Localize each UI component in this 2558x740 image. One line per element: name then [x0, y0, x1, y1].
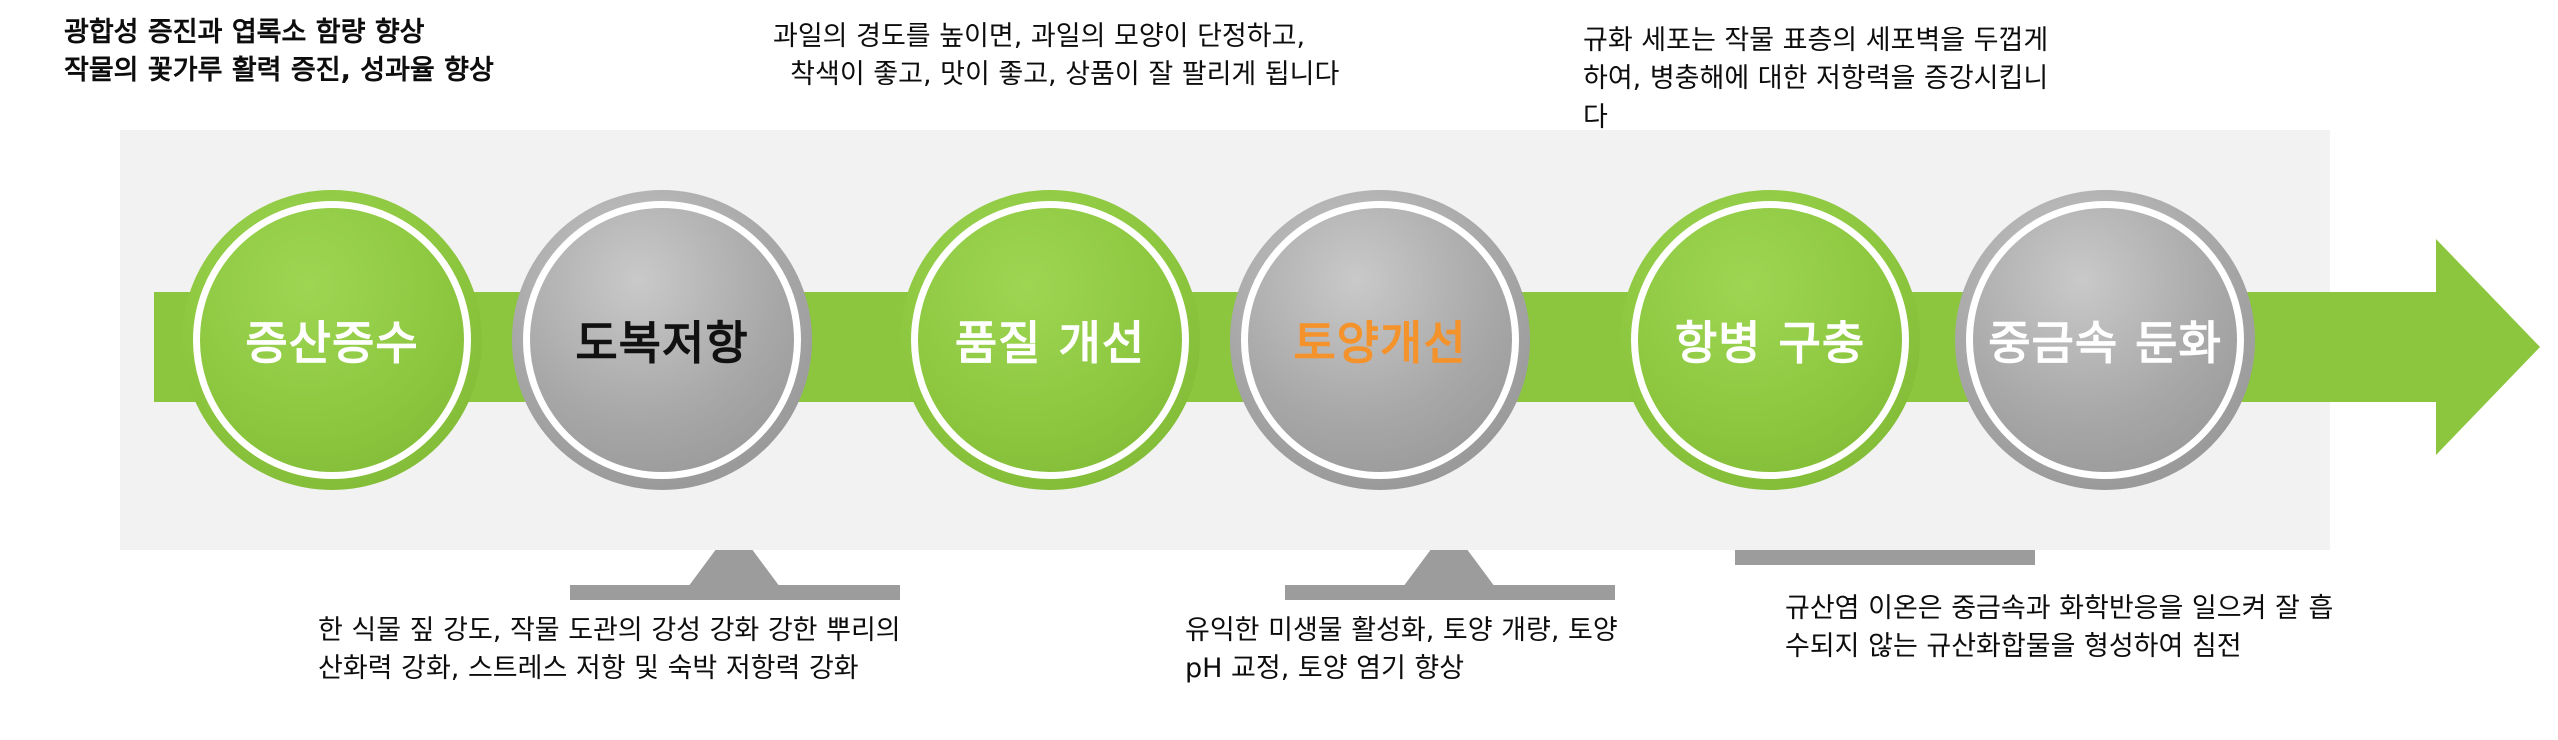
stage-circle-4[interactable]: 토양개선: [1230, 190, 1530, 490]
note-top-3: 규화 세포는 작물 표층의 세포벽을 두껍게 하여, 병충해에 대한 저항력을 …: [1583, 25, 2049, 133]
circle-ring: [1631, 201, 1909, 479]
circle-ring: [523, 201, 801, 479]
note-bottom-2: 유익한 미생물 활성화, 토양 개량, 토양 pH 교정, 토양 염기 향상: [1185, 615, 1618, 685]
stage-label: 품질 개선: [954, 316, 1146, 370]
circle-ring: [911, 201, 1189, 479]
stage-label: 토양개선: [1293, 316, 1467, 370]
note-bottom-1: 한 식물 짚 강도, 작물 도관의 강성 강화 강한 뿌리의 산화력 강화, 스…: [318, 615, 901, 685]
note-top-2: 과일의 경도를 높이면, 과일의 모양이 단정하고, 착색이 좋고, 맛이 좋고…: [773, 21, 1340, 91]
stage-circle-2[interactable]: 도복저항: [512, 190, 812, 490]
stage-label: 증산증수: [245, 316, 419, 370]
stage-circle-1[interactable]: 증산증수: [182, 190, 482, 490]
stage-label: 항병 구충: [1674, 316, 1866, 370]
circle-ring: [1966, 201, 2244, 479]
stage-circle-3[interactable]: 품질 개선: [900, 190, 1200, 490]
stage-label: 도복저항: [575, 316, 749, 370]
note-bottom-3: 규산염 이온은 중금속과 화학반응을 일으켜 잘 흡 수되지 않는 규산화합물을…: [1785, 593, 2334, 663]
stage-label: 중금속 둔화: [1988, 316, 2222, 370]
arrow-head: [2436, 239, 2540, 455]
circle-ring: [193, 201, 471, 479]
stage-circle-6[interactable]: 중금속 둔화: [1955, 190, 2255, 490]
circle-ring: [1241, 201, 1519, 479]
note-top-1: 광합성 증진과 엽록소 함량 향상 작물의 꽃가루 활력 증진, 성과율 향상: [64, 17, 494, 87]
stage-circle-5[interactable]: 항병 구충: [1620, 190, 1920, 490]
